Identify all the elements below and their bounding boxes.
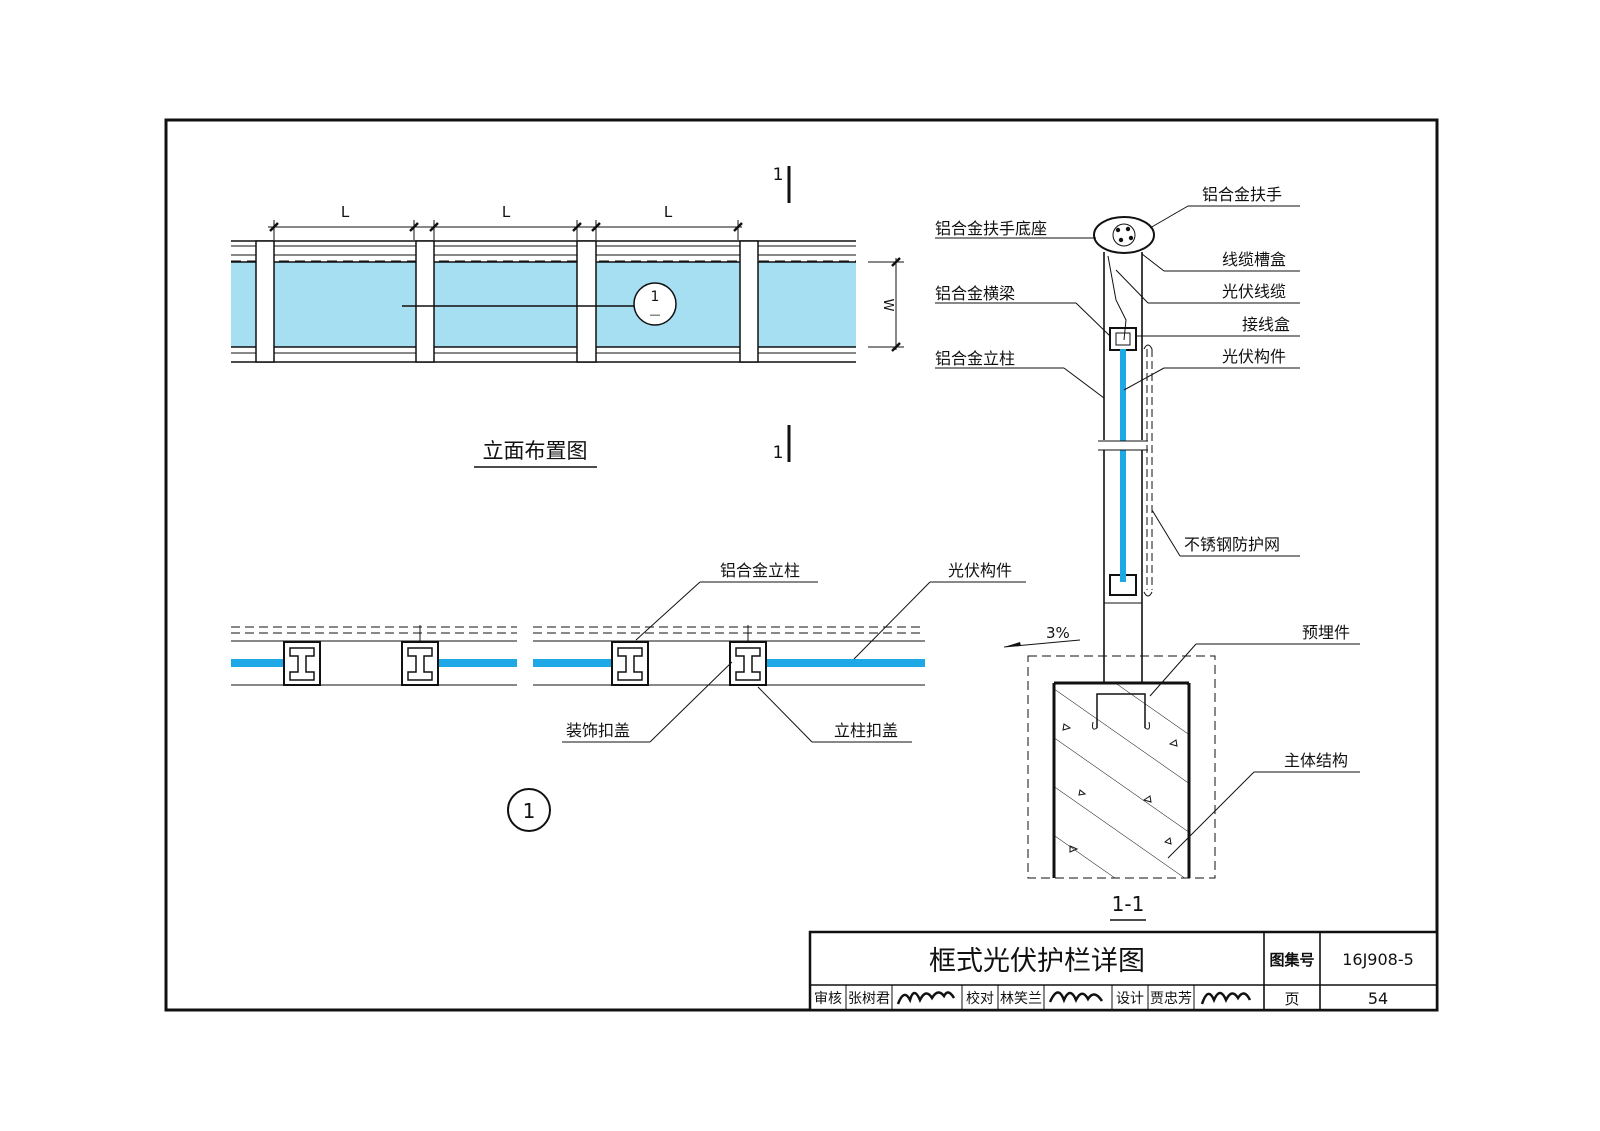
label-deco-cap: 装饰扣盖 (566, 721, 630, 740)
label-post: 铝合金立柱 (935, 349, 1015, 368)
label-post-cap: 立柱扣盖 (834, 721, 898, 740)
pv-strip (231, 659, 288, 667)
structure-concrete (1054, 683, 1189, 878)
post-profile (401, 625, 439, 686)
label-pv-cable: 光伏线缆 (1222, 282, 1286, 301)
section-mark: 1 (773, 443, 784, 463)
label-handrail-base: 铝合金扶手底座 (935, 219, 1047, 238)
check-label: 校对 (966, 990, 994, 1007)
post (576, 240, 597, 363)
drawing-title: 框式光伏护栏详图 (929, 946, 1145, 977)
glass-panel (274, 262, 416, 347)
label-junction-box: 接线盒 (1242, 315, 1290, 334)
post-profile (729, 625, 767, 686)
plan-detail: 铝合金立柱 光伏构件 装饰扣盖 立柱扣盖 1 (231, 561, 1026, 832)
pv-panel (1120, 349, 1126, 441)
dim-label: L (664, 203, 673, 221)
page-label: 页 (1284, 990, 1299, 1008)
review-label: 审核 (814, 991, 842, 1007)
post (415, 240, 435, 363)
dim-label: L (341, 203, 350, 221)
label-beam: 铝合金横梁 (935, 284, 1015, 303)
label-mesh: 不锈钢防护网 (1184, 535, 1280, 554)
checker-name: 林笑兰 (1000, 991, 1042, 1007)
reviewer-signature (896, 991, 956, 1005)
pv-strip (533, 659, 616, 667)
label-post: 铝合金立柱 (720, 561, 800, 580)
designer-name: 贾忠芳 (1150, 990, 1192, 1007)
elevation-view: L L L W 1 1 1 — 立面布置图 (231, 165, 904, 468)
post-profile (283, 641, 321, 686)
handrail (1093, 216, 1155, 254)
height-label: W (880, 299, 895, 312)
label-embed: 预埋件 (1302, 623, 1350, 642)
pv-strip (763, 659, 925, 667)
glass-panel (758, 262, 856, 347)
design-label: 设计 (1116, 991, 1144, 1007)
atlas-label: 图集号 (1269, 951, 1314, 969)
title-block: 框式光伏护栏详图 图集号 16J908-5 页 54 审核 张树君 校对 林笑兰… (808, 930, 1439, 1012)
label-structure: 主体结构 (1284, 751, 1348, 770)
section-title: 1-1 (1112, 892, 1145, 916)
structure-dashed (1027, 655, 1216, 879)
glass-panel (434, 262, 577, 347)
dim-label: L (502, 203, 511, 221)
post (739, 240, 759, 363)
detail-callout (633, 282, 677, 326)
section-view: 3% 铝合金扶手 铝合金扶手底座 线缆槽盒 光伏线缆 铝合金横梁 接线盒 铝合金… (935, 185, 1360, 921)
pv-strip (436, 659, 517, 667)
elevation-title: 立面布置图 (483, 439, 588, 463)
designer-signature (1200, 991, 1252, 1005)
sheet-border (164, 118, 1439, 1012)
atlas-number: 16J908-5 (1342, 950, 1414, 969)
callout-page: — (650, 308, 661, 321)
label-cable-tray: 线缆槽盒 (1222, 250, 1286, 269)
glass-panel (231, 262, 256, 347)
label-handrail: 铝合金扶手 (1202, 185, 1282, 204)
slope-label: 3% (1046, 624, 1070, 642)
detail-index: 1 (523, 799, 536, 823)
detail-index-circle (507, 788, 551, 832)
label-pv: 光伏构件 (1222, 347, 1286, 366)
label-pv: 光伏构件 (948, 561, 1012, 580)
checker-signature (1048, 991, 1104, 1004)
post-profile (611, 641, 649, 686)
reviewer-name: 张树君 (848, 991, 890, 1007)
junction-box (1115, 332, 1131, 346)
pv-panel (1120, 450, 1126, 582)
page-number: 54 (1368, 989, 1388, 1008)
post (255, 240, 275, 363)
callout-number: 1 (651, 289, 660, 305)
section-mark: 1 (773, 165, 784, 185)
